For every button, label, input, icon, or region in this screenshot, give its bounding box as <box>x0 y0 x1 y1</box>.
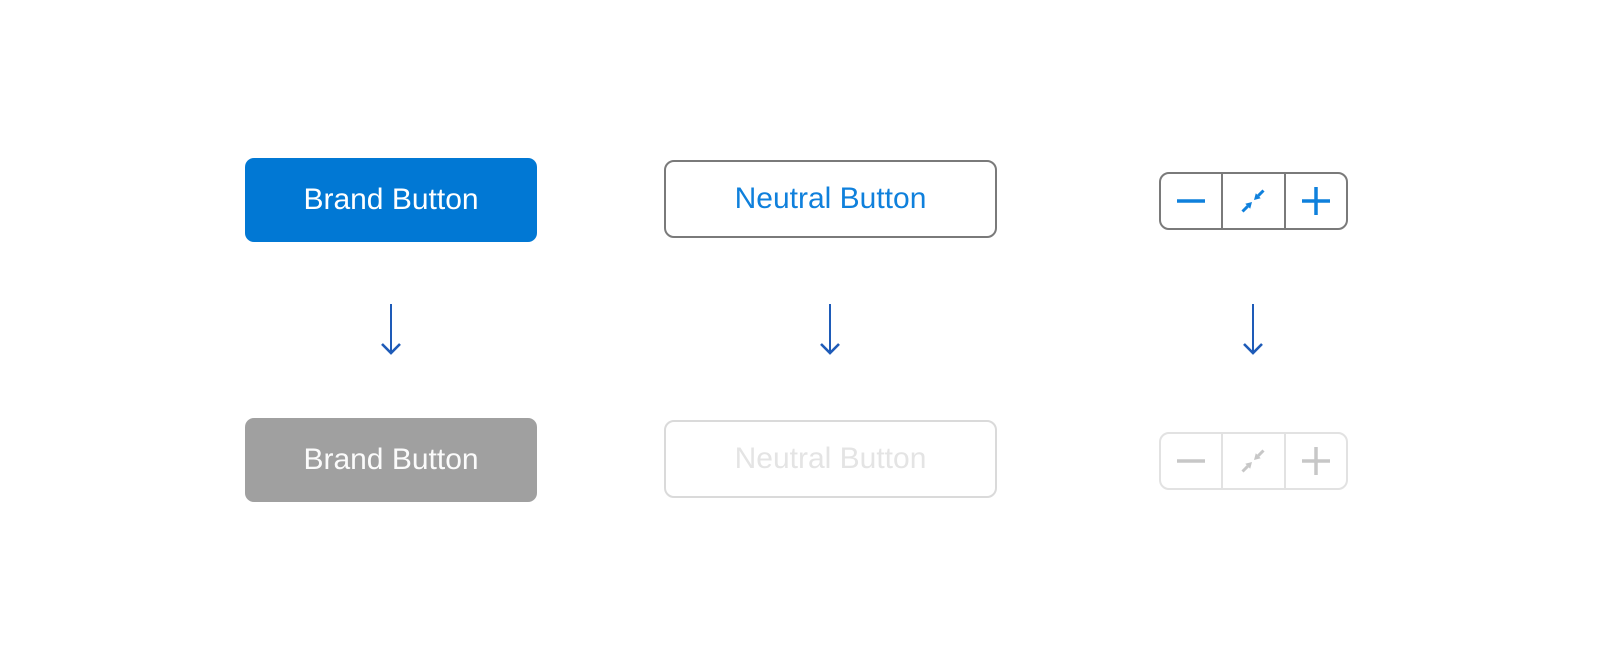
stepper-decrement-button[interactable] <box>1161 174 1221 228</box>
down-arrow-icon <box>820 304 840 355</box>
down-arrow-icon <box>381 304 401 355</box>
neutral-button-enabled[interactable]: Neutral Button <box>664 160 997 238</box>
stepper-increment-button-disabled <box>1283 434 1346 488</box>
down-arrow-icon <box>1243 304 1263 355</box>
brand-button-disabled: Brand Button <box>245 418 537 502</box>
brand-button-label: Brand Button <box>303 183 479 216</box>
stepper-group-enabled <box>1159 172 1348 230</box>
neutral-button-disabled: Neutral Button <box>664 420 997 498</box>
brand-button-enabled[interactable]: Brand Button <box>245 158 537 242</box>
stepper-increment-button[interactable] <box>1283 174 1346 228</box>
plus-icon <box>1301 447 1330 475</box>
stepper-collapse-button[interactable] <box>1221 174 1283 228</box>
minus-icon <box>1177 447 1206 475</box>
collapse-arrows-icon <box>1239 447 1267 475</box>
neutral-button-label: Neutral Button <box>734 442 927 475</box>
neutral-button-label: Neutral Button <box>734 182 927 215</box>
stepper-group-disabled <box>1159 432 1348 490</box>
plus-icon <box>1301 187 1330 215</box>
stepper-decrement-button-disabled <box>1161 434 1221 488</box>
stepper-collapse-button-disabled <box>1221 434 1283 488</box>
minus-icon <box>1177 187 1206 215</box>
brand-button-label: Brand Button <box>303 443 479 476</box>
collapse-arrows-icon <box>1239 187 1267 215</box>
